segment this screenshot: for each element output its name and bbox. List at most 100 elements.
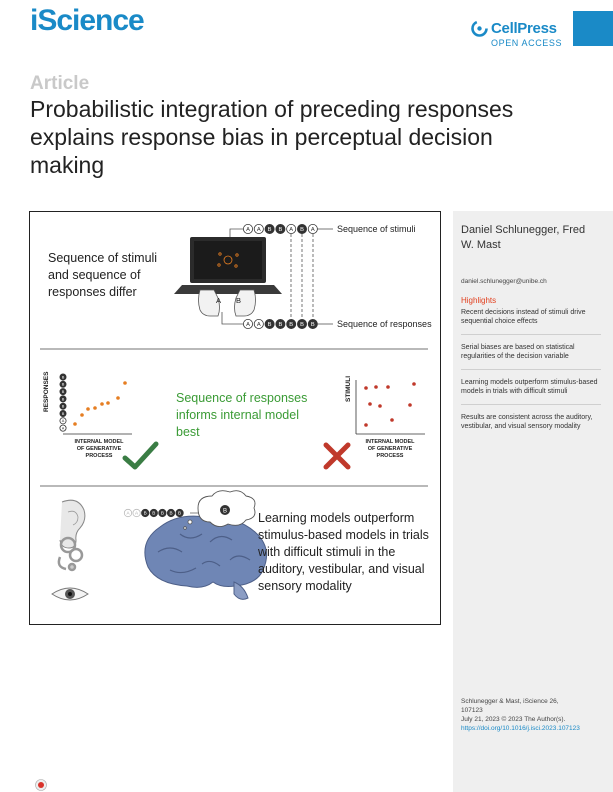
sequence-letter: A [311, 227, 315, 233]
laptop-icon [174, 237, 282, 294]
panel3-text-line: sensory modality [258, 579, 353, 593]
panel1-text-line: Sequence of stimuli [48, 251, 157, 265]
sequence-circle [149, 508, 158, 518]
sequence-letter: A [62, 418, 65, 423]
citation-text: Schlunegger & Mast, iScience 26, 107123 [461, 698, 559, 714]
sequence-letter: B [62, 411, 65, 416]
sequence-circle [307, 319, 318, 330]
sequence-letter: B [300, 322, 304, 328]
sequence-letter: A [289, 227, 293, 233]
hands-icon [198, 289, 256, 317]
publication-date: July 21, 2023 © 2023 The Author(s). [461, 716, 566, 723]
sequence-circle [242, 319, 253, 330]
sequence-circle [286, 223, 297, 234]
highlights-list: Recent decisions instead of stimuli driv… [461, 308, 601, 447]
publisher-name: CellPress [491, 20, 557, 37]
sequence-letter: B [278, 227, 282, 233]
open-access-label: OPEN ACCESS [491, 38, 563, 48]
stimuli-scatter [364, 382, 416, 427]
check-icon [122, 441, 159, 470]
scatter-point [368, 402, 372, 406]
correspondence-email[interactable]: daniel.schlunegger@unibe.ch [461, 278, 547, 285]
panel3-text-line: Learning models outperform [258, 511, 414, 525]
highlights-heading: Highlights [461, 296, 497, 305]
sequence-circle [264, 319, 275, 330]
responses-scatter [73, 381, 127, 426]
scatter-point [93, 406, 97, 410]
sequence-letter: A [246, 322, 250, 328]
x-axis-label-line: INTERNAL MODEL [365, 439, 415, 445]
cross-icon [323, 442, 351, 470]
scatter-point [73, 422, 77, 426]
doi-link[interactable]: https://doi.org/10.1016/j.isci.2023.1071… [461, 725, 580, 732]
sequence-letter: B [268, 227, 272, 233]
stimuli-plot: STIMULI INTERNAL MODEL OF GENERATIVE PRO… [323, 376, 425, 470]
cellpress-logo: CellPress OPEN ACCESS [471, 20, 571, 48]
sequence-letter: A [135, 511, 139, 516]
sequence-circle [242, 223, 253, 234]
panel3-text-line: stimulus-based models in trials [258, 528, 429, 542]
hand-label-a: A [216, 296, 221, 305]
sequence-letter: A [126, 511, 130, 516]
sequence-circle [296, 319, 307, 330]
connector-lines [221, 228, 333, 325]
scatter-point [408, 403, 412, 407]
sequence-circle [253, 223, 264, 234]
x-axis-label-line: OF GENERATIVE [77, 446, 122, 452]
ear-icon [59, 499, 86, 549]
sequence-letter: B [62, 396, 65, 401]
sequence-circle [141, 508, 150, 518]
x-axis-label-line: OF GENERATIVE [368, 446, 413, 452]
sequence-circle [59, 409, 67, 417]
sequence-letter: B [311, 322, 315, 328]
sequence-circle [166, 508, 176, 518]
scatter-point [80, 413, 84, 417]
panel2-text-line: Sequence of responses [176, 391, 307, 405]
responses-axis-label: RESPONSES [43, 371, 50, 412]
article-type-label: Article [30, 73, 90, 94]
author-list: Daniel Schlunegger, Fred W. Mast [461, 224, 586, 251]
sequence-circle [123, 508, 133, 518]
sequence-circle [59, 388, 67, 396]
sequence-circle [175, 508, 184, 518]
sequence-circle [296, 223, 307, 234]
brain-icon [144, 515, 268, 600]
eye-icon [51, 587, 89, 601]
scatter-point [364, 423, 368, 427]
x-axis-label-line: INTERNAL MODEL [74, 439, 124, 445]
hand-label-b: B [236, 296, 241, 305]
scatter-point [386, 385, 390, 389]
thought-letter: B [223, 509, 227, 515]
sequence-circle [59, 380, 67, 388]
sequence-circle [286, 319, 297, 330]
highlight-item: Serial biases are based on statistical r… [461, 343, 601, 370]
stimuli-sequence-label: Sequence of stimuli [337, 224, 416, 234]
sequence-letter: B [62, 382, 65, 387]
scatter-point [390, 418, 394, 422]
scatter-point [116, 396, 120, 400]
sequence-circle [253, 319, 264, 330]
scatter-point [412, 382, 416, 386]
scatter-point [106, 401, 110, 405]
journal-logo: iScience [30, 4, 145, 37]
sequence-circle [59, 424, 67, 432]
sequence-circle [59, 417, 67, 425]
scatter-point [123, 381, 127, 385]
vestibular-icon [57, 536, 84, 572]
sequence-letter: A [246, 227, 250, 233]
sidebar-panel [453, 211, 613, 792]
sequence-letter: B [144, 511, 147, 516]
sequence-letter: B [62, 389, 65, 394]
graphical-abstract: Sequence of stimuli and sequence of resp… [29, 211, 441, 625]
crossmark-icon[interactable] [35, 779, 47, 791]
sequence-circle [264, 223, 275, 234]
header-accent-bar [573, 11, 613, 46]
sequence-letter: B [289, 322, 293, 328]
citation-block: Schlunegger & Mast, iScience 26, 107123 … [461, 697, 581, 733]
sequence-circle [59, 373, 67, 381]
sequence-circle [307, 223, 318, 234]
